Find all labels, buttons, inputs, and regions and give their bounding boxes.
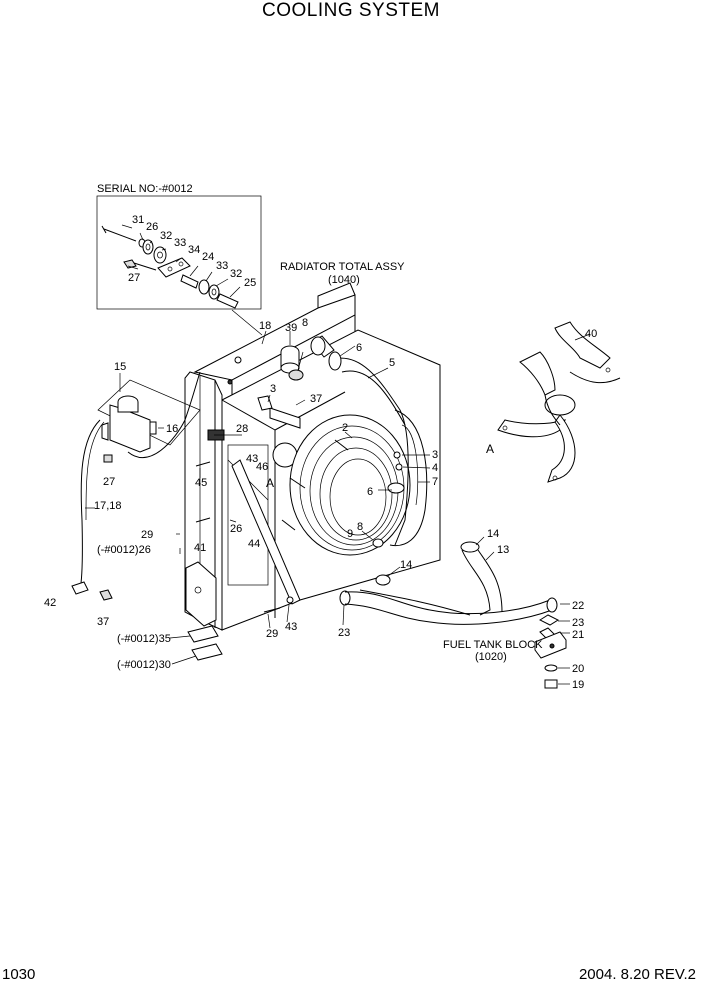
callout-35: (-#0012)35 (117, 633, 171, 645)
callout-40: 40 (585, 328, 597, 340)
callout-17-18: 17,18 (94, 500, 122, 512)
callout-26c: 26 (230, 523, 242, 535)
callout-20: 20 (572, 663, 584, 675)
reservoir-tank (71, 371, 201, 601)
callout-21: 21 (572, 629, 584, 641)
callout-3: 3 (270, 383, 276, 395)
callout-29: 29 (141, 529, 153, 541)
callout-39: 39 (285, 322, 297, 334)
radiator-ref: (1040) (328, 274, 360, 286)
callout-13: 13 (497, 544, 509, 556)
callout-30: (-#0012)30 (117, 659, 171, 671)
fan-blade (497, 321, 621, 483)
callout-46: 46 (256, 461, 268, 473)
serial-inset (96, 195, 263, 336)
callout-31: 31 (132, 214, 144, 226)
callout-19: 19 (572, 679, 584, 691)
callout-8: 8 (302, 317, 308, 329)
callout-22: 22 (572, 600, 584, 612)
callout-33b: 33 (216, 260, 228, 272)
callout-14b: 14 (400, 559, 412, 571)
callout-43b: 43 (285, 621, 297, 633)
callout-45: 45 (195, 477, 207, 489)
callout-14: 14 (487, 528, 499, 540)
callout-33: 33 (174, 237, 186, 249)
callout-15: 15 (114, 361, 126, 373)
radiator-note: RADIATOR TOTAL ASSY (280, 261, 405, 273)
callout-9: 9 (347, 528, 353, 540)
callout-32b: 32 (230, 268, 242, 280)
date-revision: 2004. 8.20 REV.2 (578, 966, 696, 983)
callout-5: 5 (389, 357, 395, 369)
callout-37b: 37 (97, 616, 109, 628)
callout-6: 6 (356, 342, 362, 354)
callout-41: 41 (194, 542, 206, 554)
callout-32: 32 (160, 230, 172, 242)
callout-6b: 6 (367, 486, 373, 498)
callout-34: 34 (188, 244, 200, 256)
serial-note: SERIAL NO:-#0012 (97, 183, 193, 195)
callout-26-serial: (-#0012)26 (97, 544, 151, 556)
callout-26: 26 (146, 221, 158, 233)
part-callouts: SERIAL NO:-#0012 RADIATOR TOTAL ASSY (10… (44, 183, 597, 691)
fuel-block-note: FUEL TANK BLOCK (443, 639, 543, 651)
callout-23b: 23 (572, 617, 584, 629)
callout-42: 42 (44, 597, 56, 609)
view-a-label-main: A (266, 476, 274, 490)
callout-25: 25 (244, 277, 256, 289)
callout-27: 27 (128, 272, 140, 284)
callout-37: 37 (310, 393, 322, 405)
callout-7: 7 (432, 476, 438, 488)
shim-plates (169, 625, 223, 665)
callout-4: 4 (432, 462, 438, 474)
callout-8b: 8 (357, 521, 363, 533)
callout-44: 44 (248, 538, 260, 550)
callout-18: 18 (259, 320, 271, 332)
leader-lines (176, 330, 591, 629)
radiator-assembly (184, 282, 558, 631)
fuel-block-parts (534, 603, 570, 689)
callout-43: 43 (246, 453, 258, 465)
page-number: 1030 (2, 966, 36, 983)
hose-13 (359, 541, 503, 616)
view-a-label-fan: A (486, 442, 494, 456)
callout-23: 23 (338, 627, 350, 639)
page-title: COOLING SYSTEM (261, 0, 441, 21)
callout-27b: 27 (103, 476, 115, 488)
callout-3b: 3 (432, 449, 438, 461)
fuel-block-ref: (1020) (475, 651, 507, 663)
callout-28: 28 (236, 423, 248, 435)
callout-29b: 29 (266, 628, 278, 640)
callout-16: 16 (166, 423, 178, 435)
callout-24: 24 (202, 251, 214, 263)
callout-2: 2 (342, 422, 348, 434)
